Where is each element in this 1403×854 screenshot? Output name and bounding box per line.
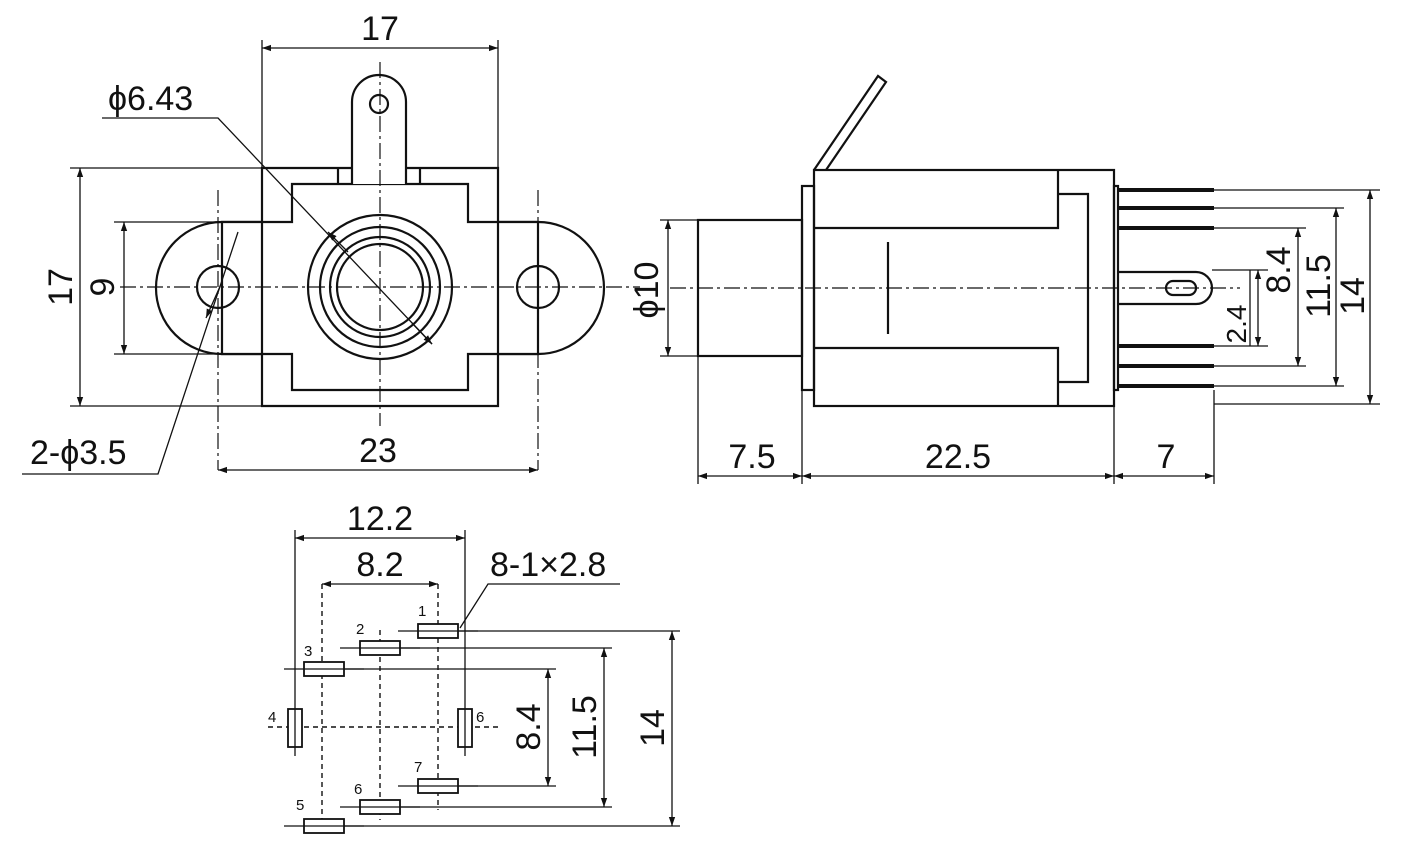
pin-label-4: 4	[268, 709, 276, 726]
pcb-dim-pitch-14: 14	[634, 709, 672, 747]
dim-mount-holes: 2-ϕ3.5	[30, 434, 127, 472]
dim-inner-height: 9	[84, 278, 122, 297]
pin-label-6-right: 6	[476, 709, 484, 726]
dim-offset-2-4: 2.4	[1221, 305, 1252, 344]
dim-pitch-14: 14	[1334, 277, 1372, 315]
pcb-layout: 12.2 8.2 8-1×2.8 8.4 11.5 14	[268, 500, 680, 836]
pcb-dim-inner-span: 8.2	[356, 546, 403, 584]
dim-pin-length: 7	[1157, 438, 1176, 476]
side-lug	[813, 74, 888, 171]
side-leads	[1118, 188, 1214, 388]
dim-pitch-8-4: 8.4	[1260, 246, 1298, 293]
dim-flange-width: 23	[359, 432, 397, 470]
pcb-dim-pitch-11-5: 11.5	[566, 695, 604, 759]
dim-barrel-length: 7.5	[728, 438, 775, 476]
dim-jack-diameter: ϕ6.43	[108, 80, 193, 118]
pin-label-7: 7	[414, 759, 422, 776]
dim-height: 17	[42, 268, 80, 306]
pin-label-1: 1	[418, 603, 426, 620]
pin-label-6-bottom: 6	[354, 781, 362, 798]
pcb-dim-pad-spec: 8-1×2.8	[490, 546, 606, 584]
pcb-dim-pitch-8-4: 8.4	[510, 703, 548, 750]
pin-label-5: 5	[296, 797, 304, 814]
pcb-dim-outer-span: 12.2	[347, 500, 413, 538]
dim-pitch-11-5: 11.5	[1300, 254, 1338, 318]
pin-label-3: 3	[304, 643, 312, 660]
dim-top-width: 17	[361, 10, 399, 48]
side-view: ϕ10 7.5 22.5 7 2.4 8.4 11.5 14	[628, 74, 1380, 484]
pin-label-2: 2	[356, 621, 364, 638]
housing-inner	[260, 182, 500, 392]
dim-body-length: 22.5	[925, 438, 991, 476]
top-tab	[350, 73, 408, 184]
tab-hole	[368, 93, 390, 115]
front-view: 17 ϕ6.43 17 9 2-ϕ3.5 23	[22, 10, 640, 475]
dim-barrel-diameter: ϕ10	[628, 262, 666, 319]
